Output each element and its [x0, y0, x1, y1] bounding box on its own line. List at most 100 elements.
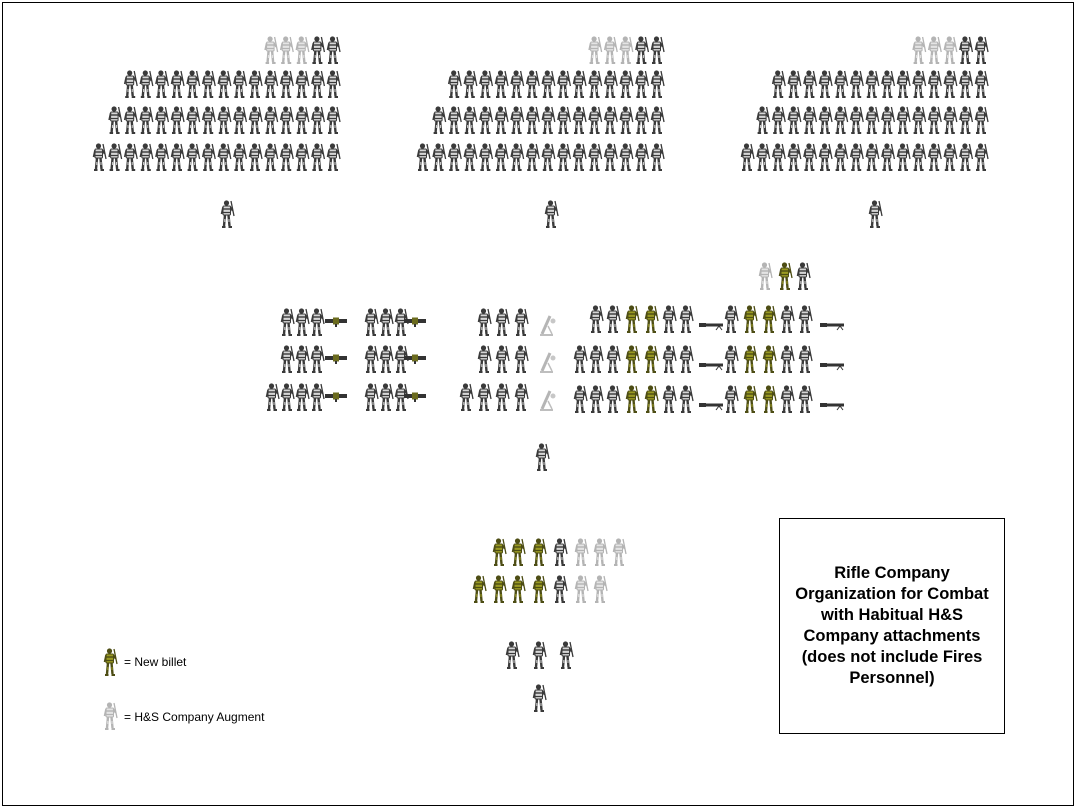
soldier-icon: [974, 143, 989, 171]
soldier-icon: [818, 143, 833, 171]
soldier-icon: [326, 143, 341, 171]
soldier-icon: [311, 70, 326, 98]
soldier-icon: [295, 308, 310, 336]
machine-gun-icon: [820, 323, 844, 331]
soldier-icon: [912, 143, 927, 171]
soldier-icon: [865, 70, 880, 98]
soldier-icon: [557, 143, 572, 171]
soldier-icon: [780, 385, 795, 413]
soldier-icon: [280, 345, 295, 373]
soldier-icon: [606, 385, 621, 413]
soldier-icon: [780, 305, 795, 333]
soldier-icon: [724, 305, 739, 333]
soldier-icon: [798, 345, 813, 373]
soldier-icon: [265, 383, 280, 411]
soldier-icon: [756, 143, 771, 171]
soldier-new-billet-icon: [532, 538, 547, 566]
soldier-icon: [463, 70, 478, 98]
soldier-icon: [295, 143, 310, 171]
soldier-icon: [155, 143, 170, 171]
soldier-icon: [170, 143, 185, 171]
soldier-icon: [724, 345, 739, 373]
soldier-icon: [505, 641, 520, 669]
soldier-icon: [264, 143, 279, 171]
soldier-new-billet-icon: [492, 575, 507, 603]
soldier-icon: [780, 345, 795, 373]
soldier-icon: [834, 70, 849, 98]
soldier-icon: [959, 70, 974, 98]
soldier-augment-icon: [588, 36, 603, 64]
soldier-icon: [295, 383, 310, 411]
soldier-icon: [881, 70, 896, 98]
soldier-new-billet-icon: [532, 575, 547, 603]
platoon-commander-icon: [544, 200, 559, 228]
soldier-icon: [525, 106, 540, 134]
soldier-new-billet-icon: [743, 305, 758, 333]
soldier-icon: [233, 106, 248, 134]
soldier-icon: [364, 308, 379, 336]
soldier-augment-icon: [612, 538, 627, 566]
soldier-icon: [912, 70, 927, 98]
soldier-icon: [463, 106, 478, 134]
soldier-icon: [311, 143, 326, 171]
soldier-augment-icon: [295, 36, 310, 64]
soldier-icon: [588, 106, 603, 134]
soldier-icon: [865, 143, 880, 171]
soldier-augment-icon: [574, 538, 589, 566]
soldier-new-billet-icon: [625, 345, 640, 373]
soldier-icon: [803, 106, 818, 134]
soldier-icon: [927, 143, 942, 171]
soldier-icon: [798, 385, 813, 413]
soldier-icon: [494, 143, 509, 171]
soldier-icon: [798, 305, 813, 333]
soldier-icon: [771, 106, 786, 134]
soldier-icon: [379, 345, 394, 373]
soldier-icon: [635, 70, 650, 98]
soldier-icon: [803, 143, 818, 171]
soldier-icon: [525, 143, 540, 171]
soldier-icon: [603, 106, 618, 134]
soldier-icon: [679, 345, 694, 373]
soldier-icon: [248, 70, 263, 98]
soldier-icon: [510, 106, 525, 134]
soldier-icon: [364, 383, 379, 411]
legend-new-billet-icon: [103, 648, 118, 676]
soldier-augment-icon: [593, 538, 608, 566]
soldier-icon: [603, 143, 618, 171]
soldier-icon: [186, 143, 201, 171]
soldier-icon: [662, 305, 677, 333]
soldier-icon: [295, 345, 310, 373]
soldier-icon: [525, 70, 540, 98]
soldier-icon: [572, 70, 587, 98]
soldier-icon: [557, 70, 572, 98]
soldier-icon: [912, 106, 927, 134]
title-text: Rifle Company Organization for Combat wi…: [795, 564, 989, 687]
soldier-icon: [459, 383, 474, 411]
soldier-icon: [635, 143, 650, 171]
soldier-icon: [494, 106, 509, 134]
soldier-icon: [170, 106, 185, 134]
soldier-new-billet-icon: [492, 538, 507, 566]
soldier-icon: [619, 70, 634, 98]
soldier-icon: [589, 385, 604, 413]
soldier-icon: [771, 70, 786, 98]
soldier-icon: [394, 345, 409, 373]
soldier-new-billet-icon: [472, 575, 487, 603]
soldier-icon: [756, 106, 771, 134]
soldier-icon: [477, 345, 492, 373]
soldier-icon: [650, 143, 665, 171]
title-box: Rifle Company Organization for Combat wi…: [779, 518, 1005, 734]
soldier-icon: [186, 106, 201, 134]
machine-gun-icon: [699, 363, 723, 371]
soldier-augment-icon: [593, 575, 608, 603]
rocket-launcher-icon: [404, 354, 426, 364]
soldier-icon: [573, 345, 588, 373]
soldier-icon: [553, 538, 568, 566]
company-commander-icon: [532, 684, 547, 712]
soldier-new-billet-icon: [644, 345, 659, 373]
soldier-icon: [796, 262, 811, 290]
soldier-new-billet-icon: [625, 305, 640, 333]
soldier-icon: [463, 143, 478, 171]
soldier-icon: [606, 305, 621, 333]
soldier-icon: [416, 143, 431, 171]
